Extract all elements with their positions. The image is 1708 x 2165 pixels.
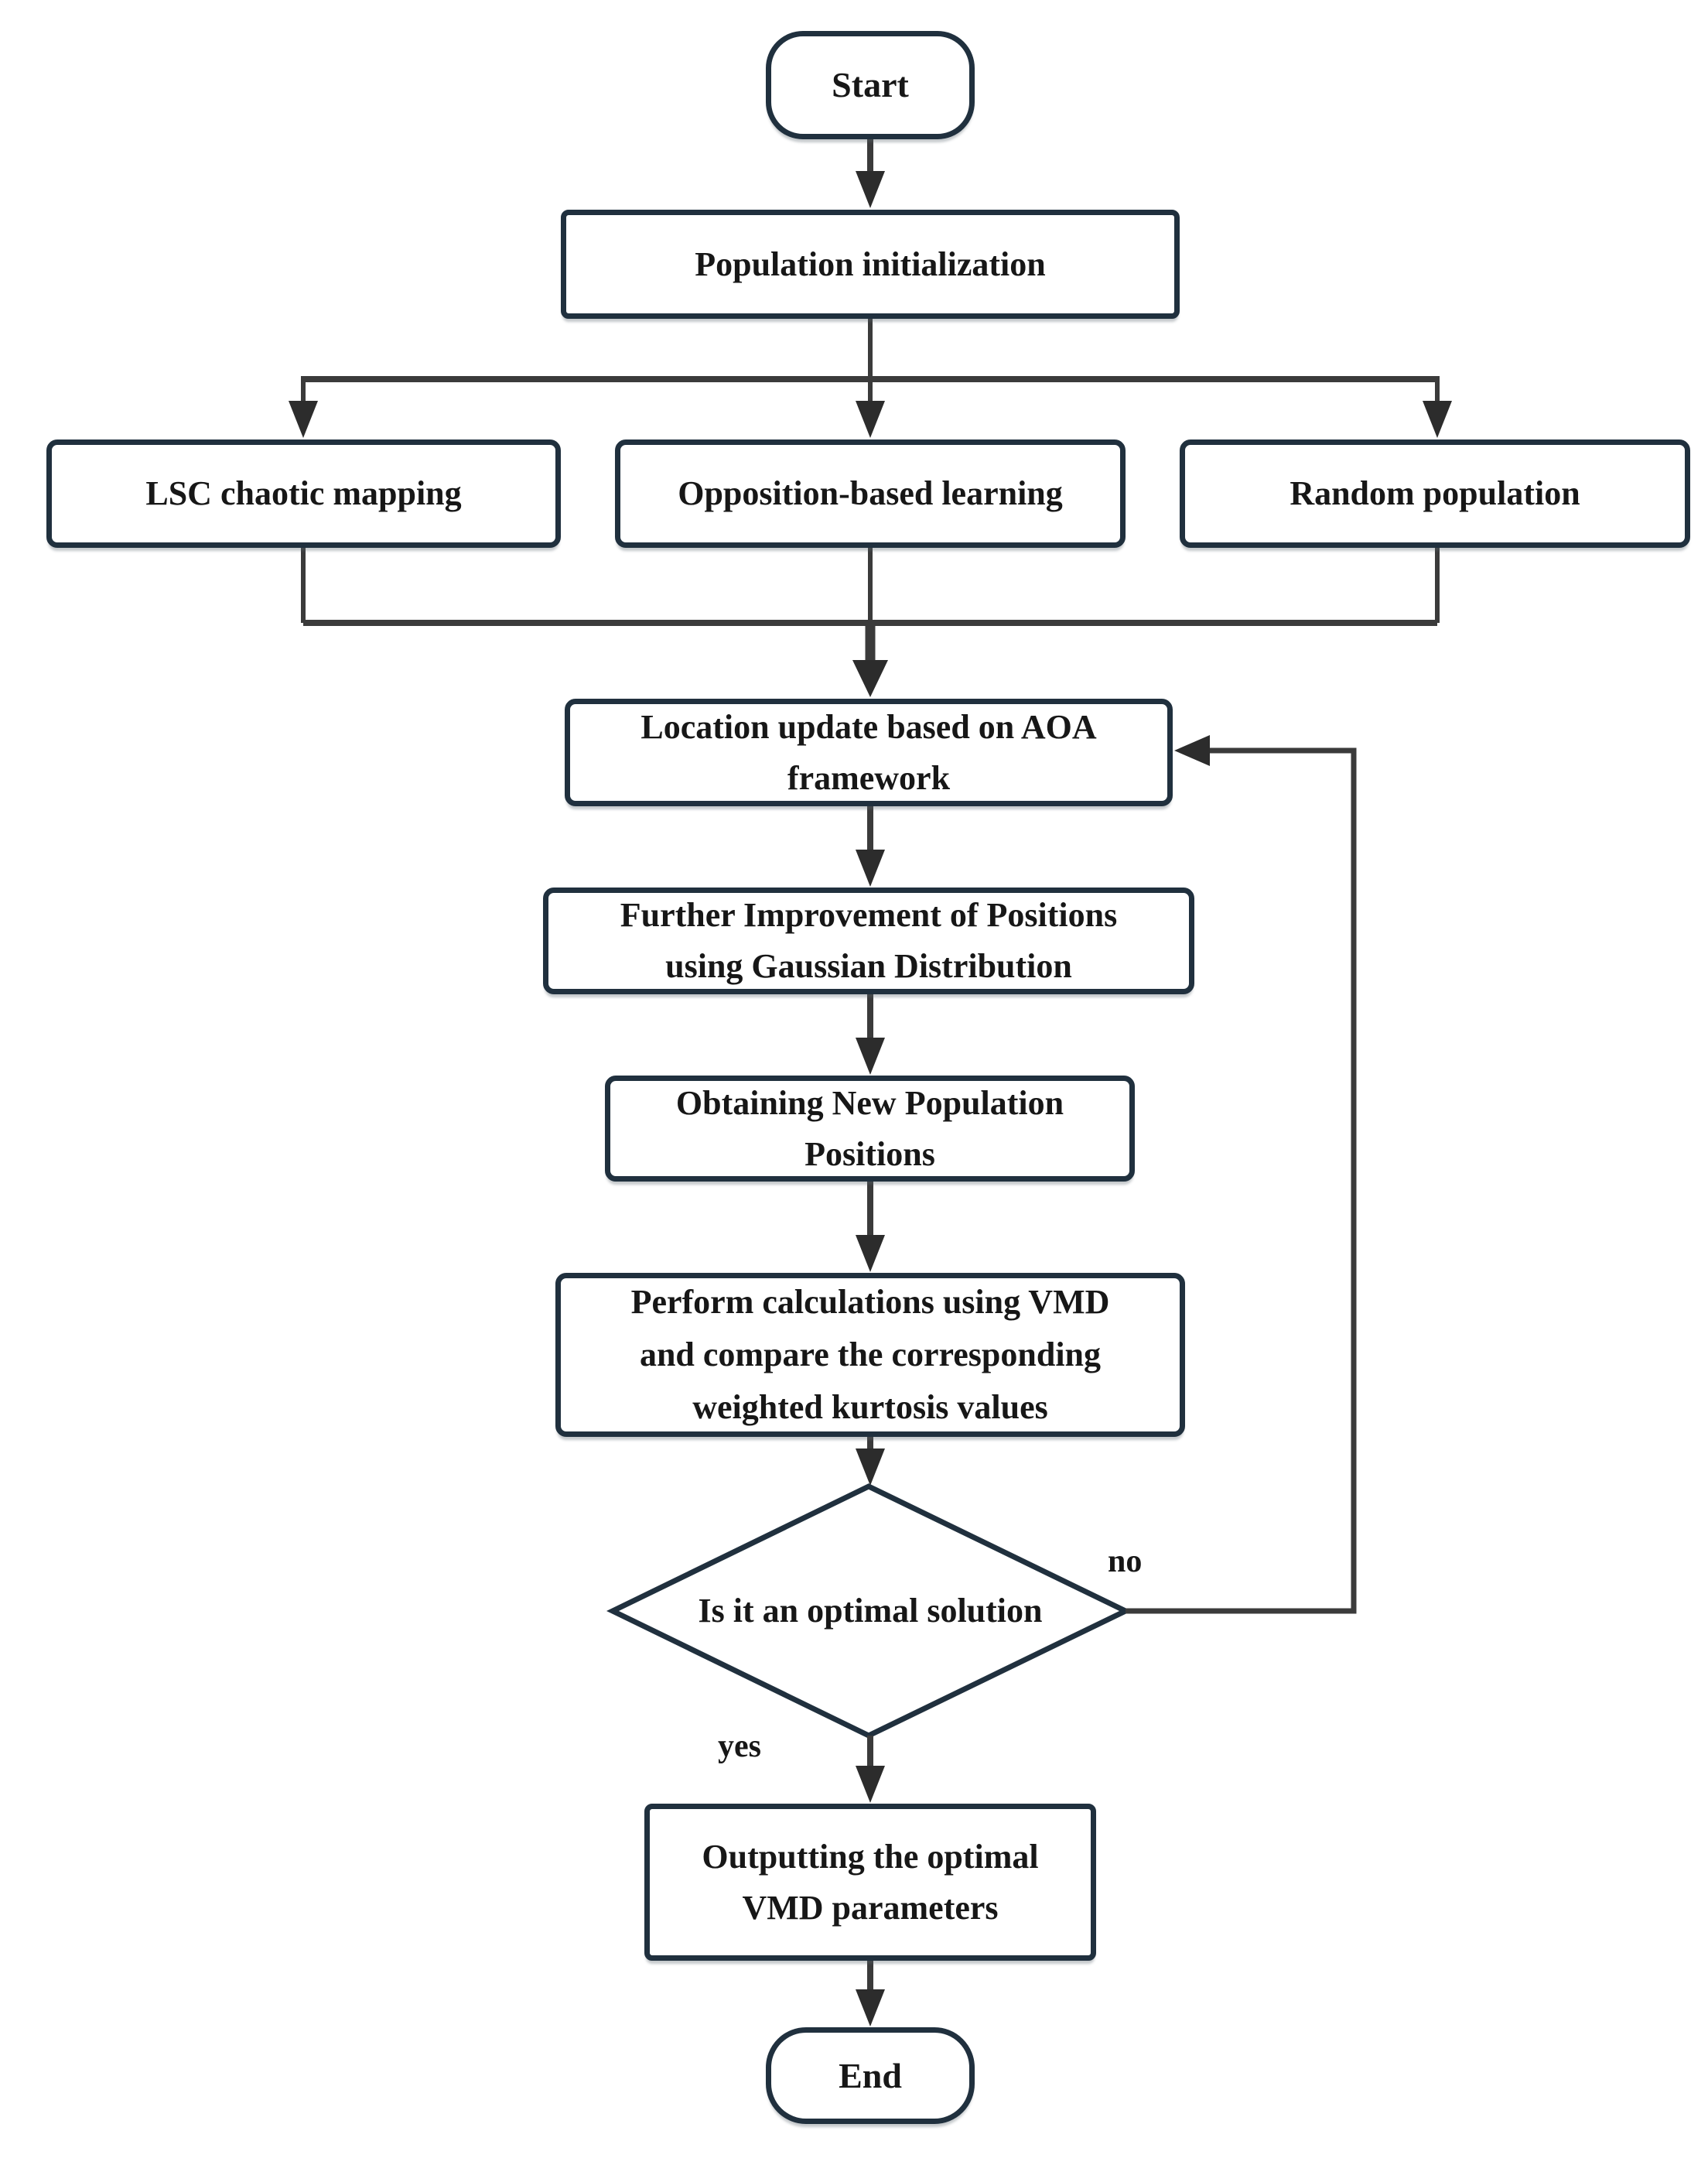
edge-label-no: no bbox=[1108, 1544, 1143, 1579]
arrowhead-gaussian-icon bbox=[856, 850, 885, 887]
node-newpop-line2: Positions bbox=[804, 1134, 935, 1173]
node-aoa-text: Location update based on AOA framework bbox=[640, 702, 1096, 804]
arrowhead-no-loop-icon bbox=[1174, 735, 1210, 766]
node-start: Start bbox=[766, 31, 975, 139]
node-vmd-line1: Perform calculations using VMD bbox=[630, 1283, 1110, 1321]
arrowhead-aoa-icon bbox=[852, 660, 888, 697]
node-output-line1: Outputting the optimal bbox=[702, 1837, 1039, 1876]
arrowhead-random-icon bbox=[1423, 401, 1452, 438]
arrowhead-lsc-icon bbox=[289, 401, 318, 438]
node-end: End bbox=[766, 2027, 975, 2124]
arrowhead-opposition-icon bbox=[856, 401, 885, 438]
node-gaussian-line1: Further Improvement of Positions bbox=[620, 896, 1118, 934]
node-aoa-line1: Location update based on AOA bbox=[640, 707, 1097, 746]
node-population-initialization: Population initialization bbox=[561, 210, 1180, 319]
edge-label-yes: yes bbox=[718, 1729, 761, 1764]
node-random-label: Random population bbox=[1290, 474, 1580, 512]
node-lsc-label: LSC chaotic mapping bbox=[145, 474, 462, 512]
node-start-label: Start bbox=[832, 65, 909, 104]
node-random-population: Random population bbox=[1180, 439, 1690, 548]
node-aoa-location-update: Location update based on AOA framework bbox=[565, 699, 1173, 806]
arrowhead-end-icon bbox=[856, 1989, 885, 2026]
node-gaussian-text: Further Improvement of Positions using G… bbox=[620, 890, 1117, 992]
arrowhead-decision-icon bbox=[856, 1448, 885, 1486]
arrowhead-vmd-icon bbox=[856, 1235, 885, 1272]
node-output-line2: VMD parameters bbox=[742, 1888, 999, 1927]
node-newpop-text: Obtaining New Population Positions bbox=[676, 1078, 1064, 1180]
arrowhead-newpop-icon bbox=[856, 1038, 885, 1075]
node-vmd-calculations: Perform calculations using VMD and compa… bbox=[555, 1273, 1185, 1437]
node-gaussian-line2: using Gaussian Distribution bbox=[665, 947, 1072, 985]
node-gaussian-improvement: Further Improvement of Positions using G… bbox=[543, 888, 1194, 994]
node-output-vmd-parameters: Outputting the optimal VMD parameters bbox=[644, 1804, 1096, 1961]
node-population-label: Population initialization bbox=[695, 245, 1046, 283]
node-newpop-line1: Obtaining New Population bbox=[675, 1083, 1064, 1122]
node-new-population-positions: Obtaining New Population Positions bbox=[605, 1076, 1135, 1182]
node-vmd-text: Perform calculations using VMD and compa… bbox=[631, 1276, 1110, 1434]
node-decision-label: Is it an optimal solution bbox=[698, 1592, 1043, 1630]
node-aoa-line2: framework bbox=[787, 758, 951, 797]
arrowhead-output-icon bbox=[856, 1766, 885, 1803]
edge-no-loop bbox=[1126, 747, 1357, 1614]
node-opposition-based-learning: Opposition-based learning bbox=[615, 439, 1126, 548]
node-output-text: Outputting the optimal VMD parameters bbox=[702, 1832, 1038, 1934]
node-lsc-chaotic-mapping: LSC chaotic mapping bbox=[46, 439, 561, 548]
arrowhead-population-icon bbox=[856, 171, 885, 208]
node-vmd-line3: weighted kurtosis values bbox=[692, 1388, 1048, 1426]
node-opposition-label: Opposition-based learning bbox=[678, 474, 1063, 512]
node-end-label: End bbox=[839, 2055, 902, 2095]
node-vmd-line2: and compare the corresponding bbox=[639, 1336, 1102, 1373]
